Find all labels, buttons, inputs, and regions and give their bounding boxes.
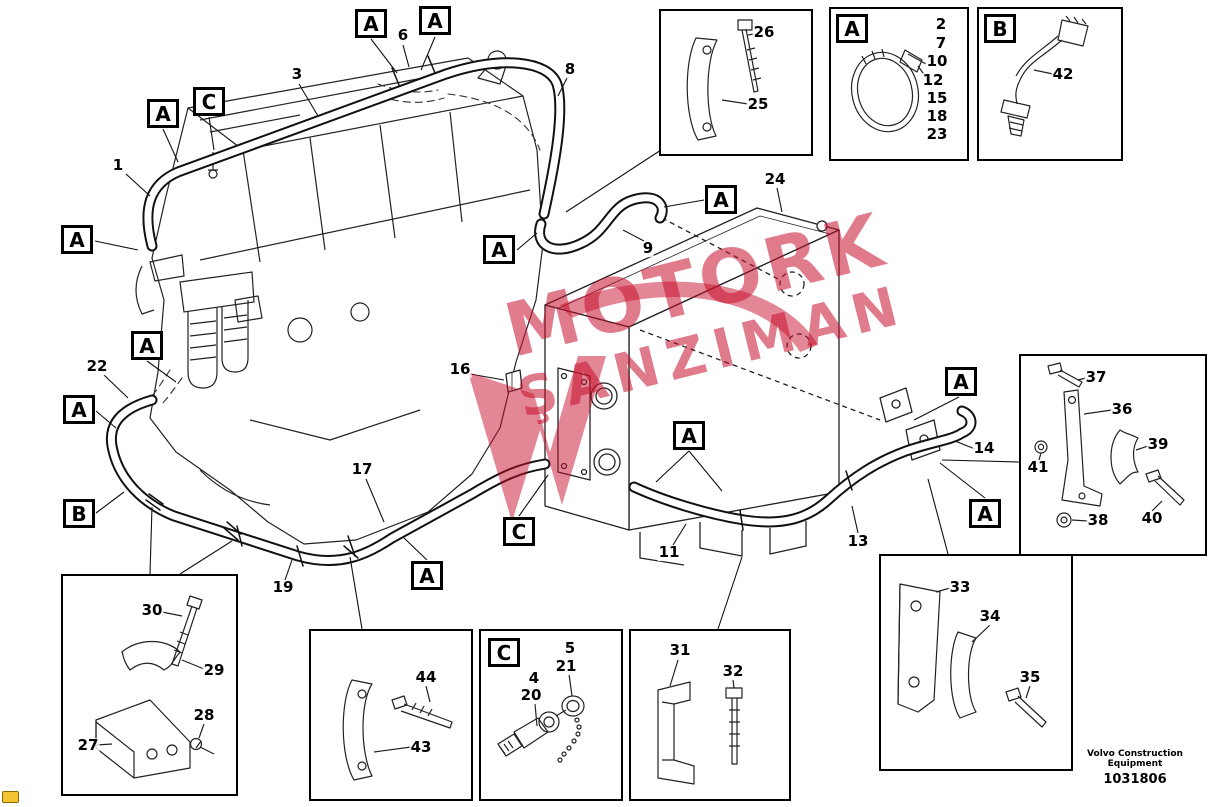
part-label-15: 15 xyxy=(925,89,949,108)
part-label-34: 34 xyxy=(978,607,1002,626)
callout-C-cooler-port: C xyxy=(503,517,535,546)
callout-C-engine-stud: C xyxy=(193,87,225,116)
callout-A-hose11: A xyxy=(673,421,705,450)
doc-number: 1031806 xyxy=(1103,771,1167,787)
part-label-9: 9 xyxy=(641,239,655,258)
inset-box-25-26 xyxy=(659,9,813,156)
footer-brand-line2: Equipment xyxy=(1107,759,1163,770)
callout-A-filter-hose: A xyxy=(131,331,163,360)
footer: Volvo Construction Equipment 1031806 xyxy=(1072,749,1198,787)
callout-A-elbow-left: A xyxy=(61,225,93,254)
part-label-28: 28 xyxy=(192,706,216,725)
part-label-41: 41 xyxy=(1026,458,1050,477)
footer-brand-line1: Volvo Construction xyxy=(1087,749,1183,759)
engine-outline xyxy=(149,50,544,545)
part-label-17: 17 xyxy=(350,460,374,479)
watermark-swoosh xyxy=(468,281,818,522)
inset-box-33-35 xyxy=(879,554,1073,771)
part-label-29: 29 xyxy=(202,661,226,680)
hoses xyxy=(105,55,977,567)
part-label-44: 44 xyxy=(414,668,438,687)
part-label-7: 7 xyxy=(934,34,948,53)
part-label-11: 11 xyxy=(657,543,681,562)
part-label-31: 31 xyxy=(668,641,692,660)
part-label-36: 36 xyxy=(1110,400,1134,419)
part-label-18: 18 xyxy=(925,107,949,126)
inset-box-36-41 xyxy=(1019,354,1207,556)
part-label-40: 40 xyxy=(1140,509,1164,528)
callout-A-hose17: A xyxy=(411,561,443,590)
part-label-2: 2 xyxy=(934,15,948,34)
callout-C-coupling-inset: C xyxy=(488,638,520,667)
part-label-1: 1 xyxy=(111,156,125,175)
part-label-33: 33 xyxy=(948,578,972,597)
part-label-23: 23 xyxy=(925,125,949,144)
part-label-24: 24 xyxy=(763,170,787,189)
callout-A-bracket-top: A xyxy=(945,367,977,396)
part-label-25: 25 xyxy=(746,95,770,114)
part-label-37: 37 xyxy=(1084,368,1108,387)
part-label-16: 16 xyxy=(448,360,472,379)
leader-lines xyxy=(94,36,1021,630)
callout-A-hose-top-right: A xyxy=(419,6,451,35)
part-label-12: 12 xyxy=(921,71,945,90)
part-label-26: 26 xyxy=(752,23,776,42)
oil-filter xyxy=(135,254,255,389)
inset-box-31-32 xyxy=(629,629,791,801)
callout-A-bracket-bottom: A xyxy=(969,499,1001,528)
part-label-35: 35 xyxy=(1018,668,1042,687)
inset-box-43-44 xyxy=(309,629,473,801)
part-label-10: 10 xyxy=(925,52,949,71)
callout-A-hose-top-left: A xyxy=(355,9,387,38)
part-label-5: 5 xyxy=(563,639,577,658)
part-label-22: 22 xyxy=(85,357,109,376)
part-label-38: 38 xyxy=(1086,511,1110,530)
inset-parts xyxy=(95,15,1185,785)
part-label-3: 3 xyxy=(290,65,304,84)
callout-A-clamp-inset: A xyxy=(836,14,868,43)
part-label-43: 43 xyxy=(409,738,433,757)
callout-A-engine-clamp: A xyxy=(147,99,179,128)
part-label-6: 6 xyxy=(396,26,410,45)
part-label-42: 42 xyxy=(1051,65,1075,84)
folder-icon xyxy=(2,791,19,803)
part-label-4: 4 xyxy=(527,669,541,688)
callout-A-hose9-left: A xyxy=(483,235,515,264)
part-label-13: 13 xyxy=(846,532,870,551)
part-label-19: 19 xyxy=(271,578,295,597)
part-label-32: 32 xyxy=(721,662,745,681)
callout-A-lower-elbow: A xyxy=(63,395,95,424)
callout-B-sensor-inset: B xyxy=(984,14,1016,43)
part-label-27: 27 xyxy=(76,736,100,755)
part-label-20: 20 xyxy=(519,686,543,705)
part-label-8: 8 xyxy=(563,60,577,79)
callout-B-lower-hose: B xyxy=(63,499,95,528)
part-label-14: 14 xyxy=(972,439,996,458)
callout-A-hose9-right: A xyxy=(705,185,737,214)
part-label-21: 21 xyxy=(554,657,578,676)
part-label-30: 30 xyxy=(140,601,164,620)
part-label-39: 39 xyxy=(1146,435,1170,454)
